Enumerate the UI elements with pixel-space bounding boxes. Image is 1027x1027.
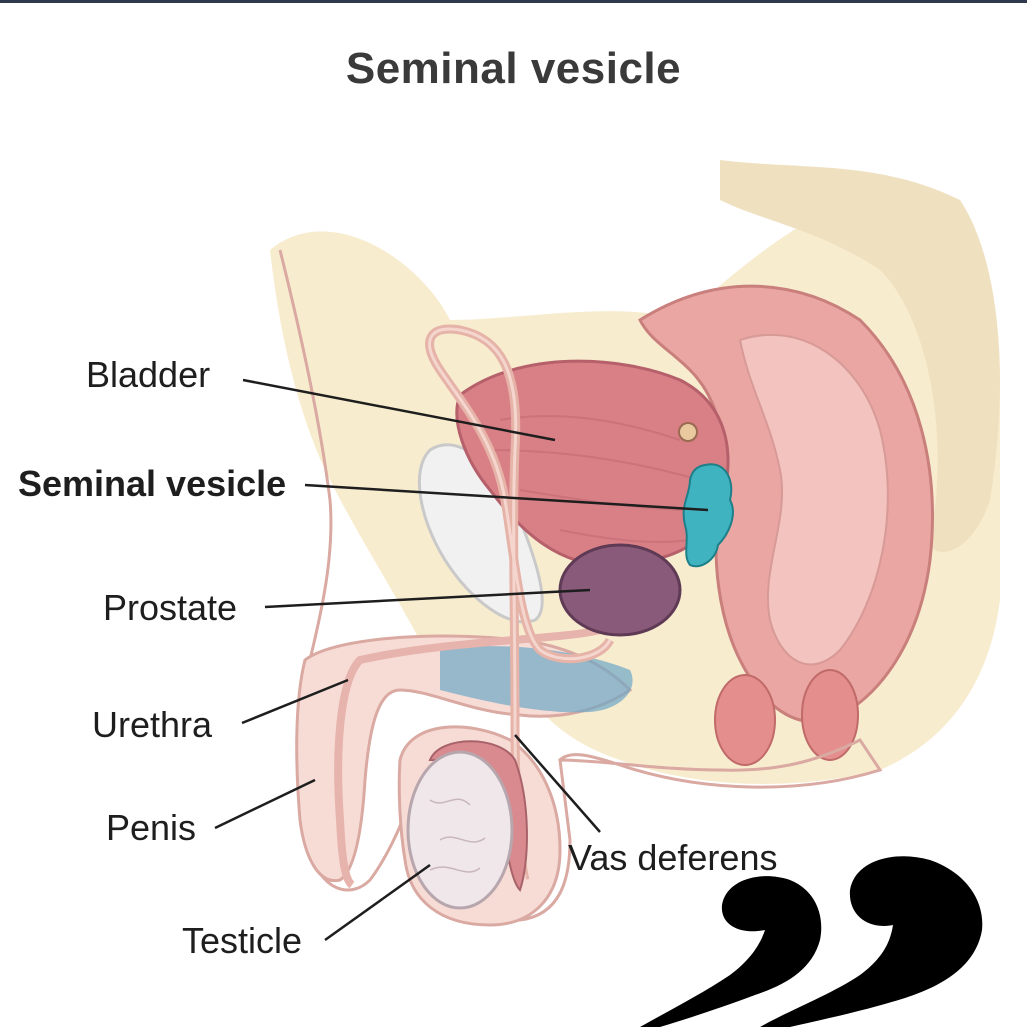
label-testicle: Testicle — [182, 920, 302, 961]
ureter-opening — [678, 422, 698, 442]
bladder-folds — [489, 415, 701, 543]
leader-line-testicle — [324, 863, 431, 942]
leader-line-penis — [214, 778, 316, 830]
sacrum-tissue — [720, 160, 1000, 552]
label-prostate: Prostate — [103, 587, 237, 628]
sperm-icon — [640, 876, 822, 1027]
label-urethra: Urethra — [92, 704, 213, 745]
leader-line-prostate — [264, 588, 591, 609]
prostate — [558, 543, 682, 637]
anal-sphincter — [714, 669, 859, 766]
testicle — [406, 750, 514, 910]
label-bladder: Bladder — [86, 354, 210, 395]
label-vas-deferens: Vas deferens — [568, 837, 777, 878]
label-penis: Penis — [106, 807, 196, 848]
leader-line-seminal-vesicle — [304, 483, 709, 512]
sperm-icon — [760, 856, 983, 1027]
seminal-vesicle — [682, 463, 734, 568]
urethra-tube — [334, 626, 601, 889]
leader-line-bladder — [242, 378, 556, 442]
testicle-veins — [429, 798, 486, 873]
vas-deferens-tube-inner — [428, 327, 612, 881]
diagram-title: Seminal vesicle — [345, 44, 682, 93]
leader-line-vas-deferens — [514, 734, 601, 833]
label-seminal-vesicle: Seminal vesicle — [18, 463, 286, 504]
rectum-lumen — [738, 333, 889, 666]
leader-line-urethra — [241, 678, 349, 725]
urethra-spongy-tissue — [440, 646, 633, 713]
top-border — [0, 0, 1027, 3]
leader-lines — [214, 378, 709, 942]
